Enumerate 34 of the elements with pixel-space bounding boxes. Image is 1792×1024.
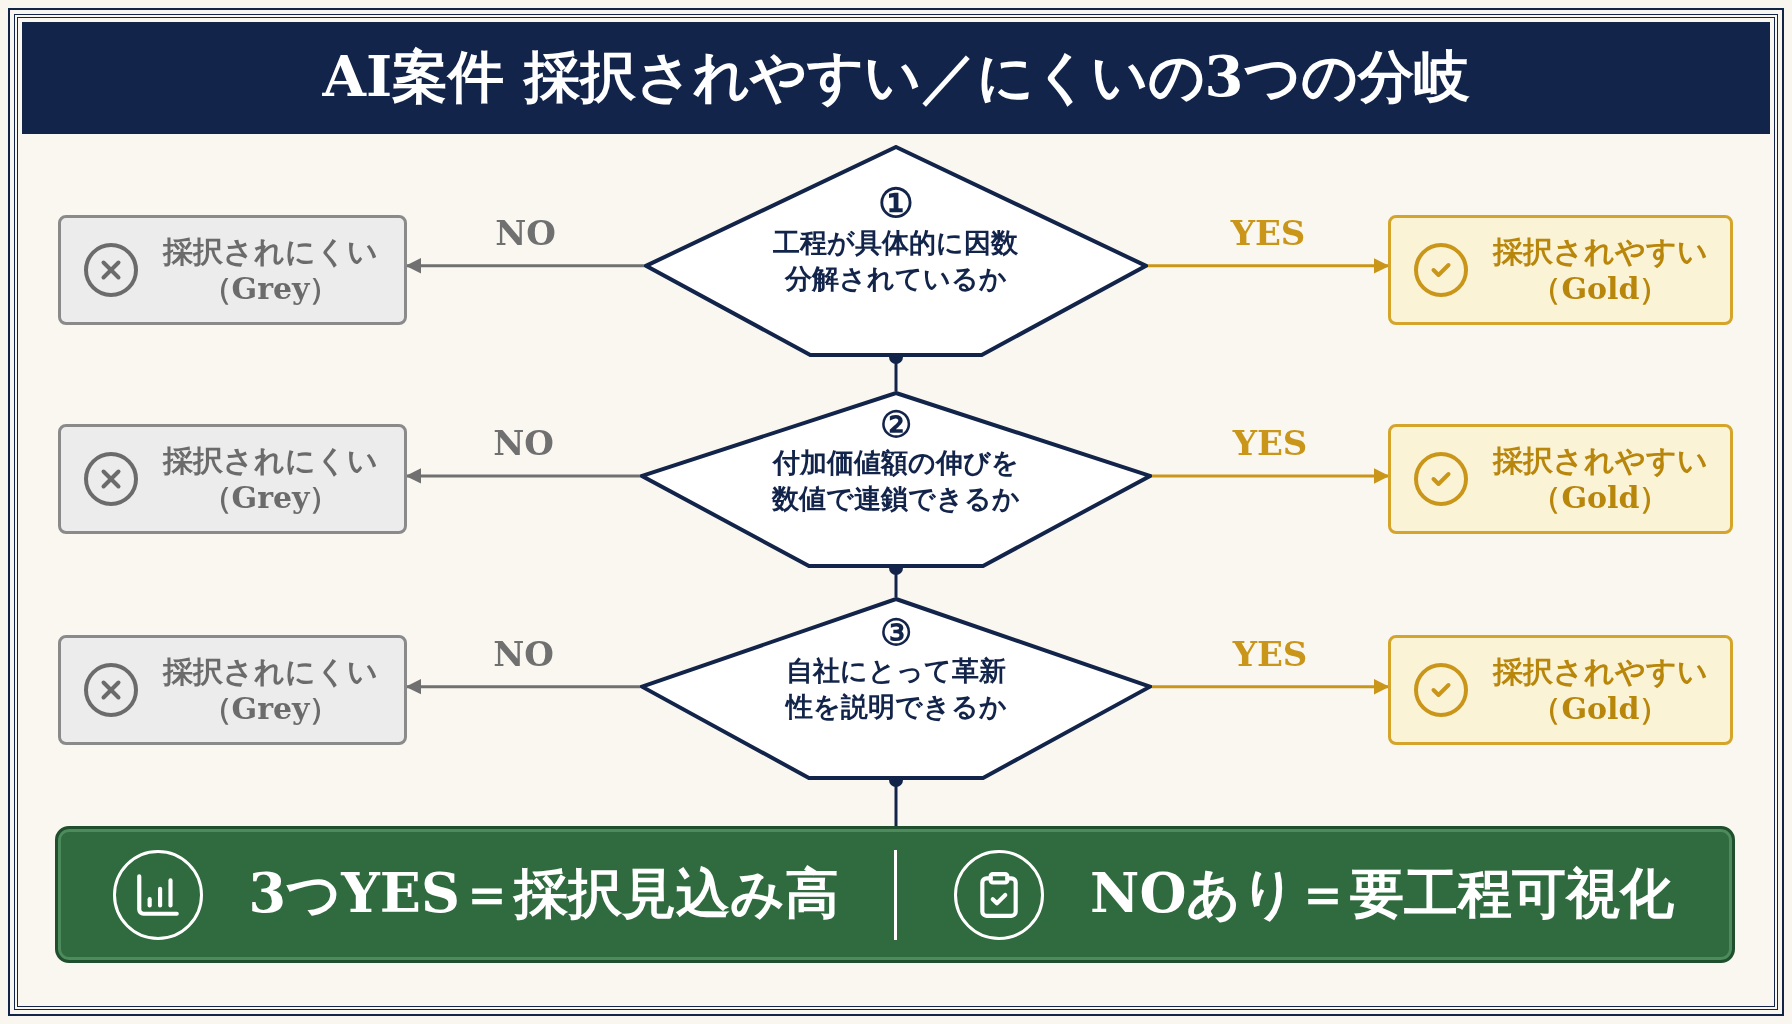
question-text: 工程が具体的に因数分解されているか <box>772 226 1020 297</box>
result-text: （Grey） <box>201 690 340 728</box>
result-box <box>1388 424 1733 534</box>
summary-text: NOあり＝要工程可視化 <box>1090 860 1675 927</box>
arrow <box>1152 679 1390 695</box>
arrow <box>405 258 644 274</box>
result-box <box>58 215 407 325</box>
result-text: （Gold） <box>1531 270 1670 308</box>
result-text: （Grey） <box>201 270 340 308</box>
title: AI案件 採択されやすい／にくいの3つの分岐 <box>322 42 1470 111</box>
arrow <box>1148 258 1390 274</box>
question-text: 付加価値額の伸びを数値で連鎖できるか <box>770 445 1021 517</box>
arrow <box>1152 468 1390 484</box>
result-text: 採択されにくい <box>163 652 378 690</box>
result-text: 採択されにくい <box>163 441 378 479</box>
step-number: ③ <box>880 613 912 653</box>
result-box <box>58 424 407 534</box>
summary-bar <box>55 826 1735 963</box>
question-text: 自社にとって革新性を説明できるか <box>784 653 1008 725</box>
result-box <box>1388 215 1733 325</box>
arrow <box>405 468 640 484</box>
step-number: ① <box>878 181 914 225</box>
result-text: 採択されにくい <box>163 232 378 270</box>
result-text: （Grey） <box>201 479 340 517</box>
result-text: 採択されやすい <box>1493 232 1708 270</box>
step-number: ② <box>880 405 912 445</box>
summary-text: 3つYES＝採択見込み高 <box>248 860 839 927</box>
result-text: 採択されやすい <box>1493 441 1708 479</box>
result-box <box>1388 635 1733 745</box>
arrow <box>405 678 640 695</box>
result-text: （Gold） <box>1531 690 1670 728</box>
result-text: 採択されやすい <box>1493 652 1708 690</box>
result-text: （Gold） <box>1531 479 1670 517</box>
result-box <box>58 635 407 745</box>
